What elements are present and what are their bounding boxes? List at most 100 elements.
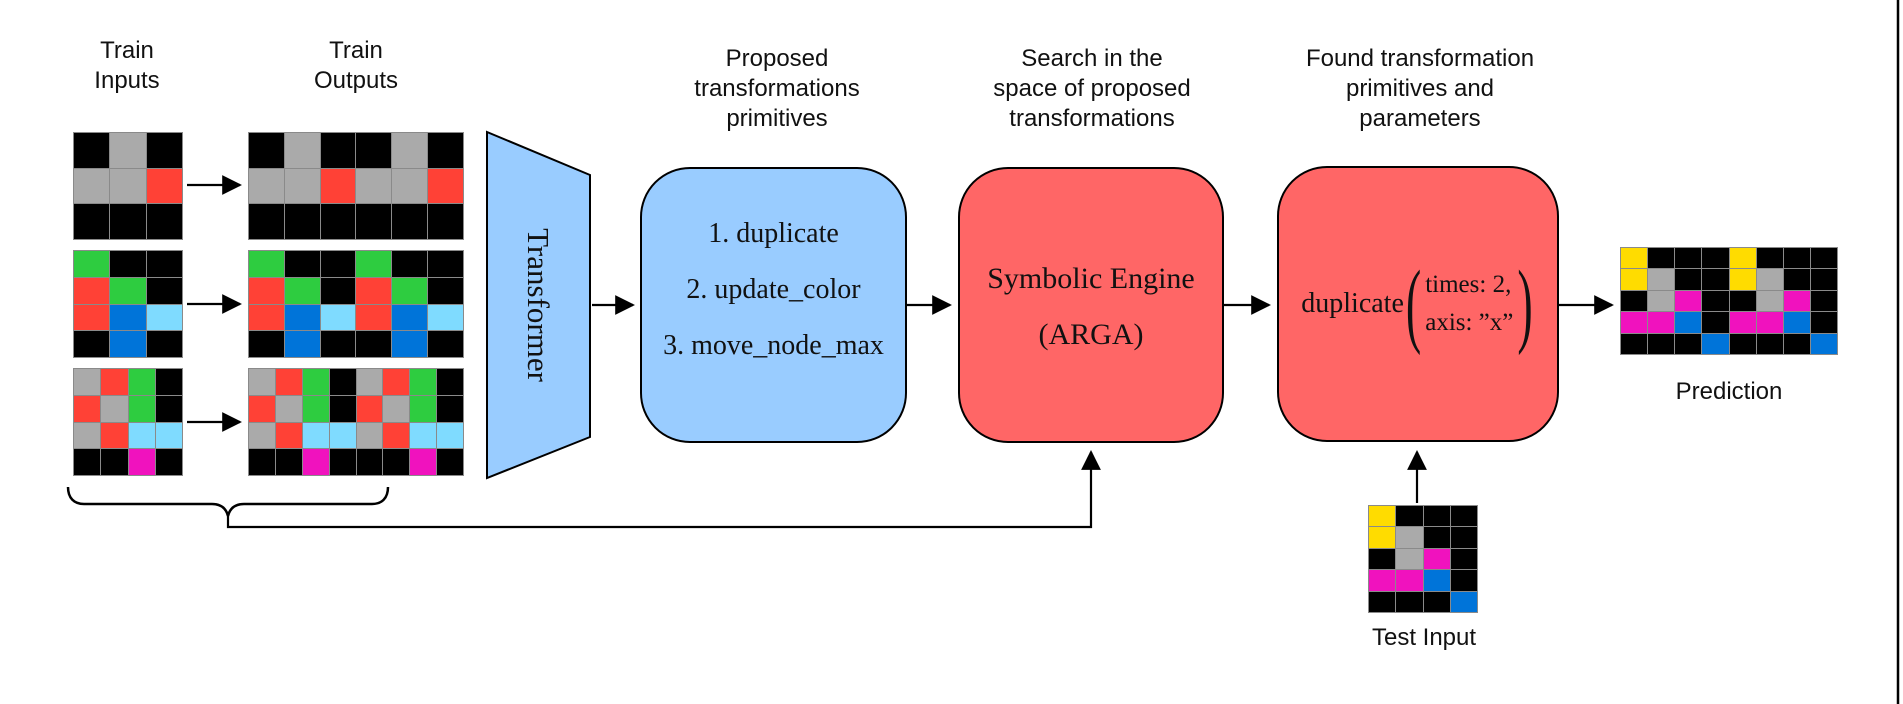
grid-cell xyxy=(1369,527,1396,548)
grid-cell xyxy=(1369,548,1396,570)
grid-cell xyxy=(284,133,320,168)
grid-cell xyxy=(437,449,463,475)
grid-cell xyxy=(74,395,101,422)
grid-cell xyxy=(1648,269,1675,290)
grid-cell xyxy=(249,277,284,304)
grid-cell xyxy=(101,422,128,449)
grid-cell xyxy=(110,304,146,331)
grid-cell xyxy=(356,395,383,422)
grid-cell xyxy=(1450,527,1477,548)
grid-cell xyxy=(74,251,110,277)
grid-cell xyxy=(1783,290,1810,312)
grid-cell xyxy=(320,204,356,239)
grid-cell xyxy=(1756,333,1783,354)
grid-cell xyxy=(302,449,329,475)
grid-cell xyxy=(383,449,410,475)
train-output-grid-1 xyxy=(248,132,464,240)
grid-cell xyxy=(428,251,463,277)
grid-cell xyxy=(155,422,182,449)
proposed-header: Proposed transformations primitives xyxy=(694,45,860,132)
grid-cell xyxy=(155,369,182,395)
grid-cell xyxy=(1675,312,1702,333)
train-input-grid-3 xyxy=(73,368,183,476)
grid-cell xyxy=(1702,248,1729,269)
grid-cell xyxy=(1423,527,1450,548)
grid-cell xyxy=(1729,290,1756,312)
grid-cell xyxy=(1396,570,1423,591)
grid-cell xyxy=(1621,333,1648,354)
transformer-trapezoid xyxy=(486,130,591,480)
grid-cell xyxy=(1621,312,1648,333)
grid-cell xyxy=(1648,290,1675,312)
grid-cell xyxy=(275,395,302,422)
grid-cell xyxy=(110,204,146,239)
grid-cell xyxy=(410,369,437,395)
arrow-train-to-engine xyxy=(226,450,1101,529)
grid-cell xyxy=(428,331,463,357)
grid-cell xyxy=(1396,548,1423,570)
grid-cell xyxy=(101,449,128,475)
grid-cell xyxy=(392,251,428,277)
grid-cell xyxy=(155,449,182,475)
grid-cell xyxy=(284,251,320,277)
grid-cell xyxy=(356,449,383,475)
grid-cell xyxy=(428,277,463,304)
grid-cell xyxy=(1621,269,1648,290)
grid-cell xyxy=(146,277,182,304)
grid-cell xyxy=(383,422,410,449)
grid-cell xyxy=(146,204,182,239)
grid-cell xyxy=(128,395,155,422)
grid-cell xyxy=(356,369,383,395)
grid-cell xyxy=(146,251,182,277)
grid-cell xyxy=(302,395,329,422)
grid-cell xyxy=(329,369,356,395)
grid-cell xyxy=(284,331,320,357)
grid-cell xyxy=(1756,290,1783,312)
grid-cell xyxy=(74,204,110,239)
grid-cell xyxy=(1756,269,1783,290)
grid-cell xyxy=(437,395,463,422)
open-paren: ( xyxy=(1405,250,1422,356)
grid-cell xyxy=(392,168,428,204)
grid-cell xyxy=(1756,248,1783,269)
grid-cell xyxy=(1423,506,1450,527)
grid-cell xyxy=(1450,548,1477,570)
grid-cell xyxy=(249,251,284,277)
grid-cell xyxy=(383,395,410,422)
grid-cell xyxy=(275,369,302,395)
found-header: Found transformation primitives and para… xyxy=(1305,45,1535,132)
grid-cell xyxy=(1369,591,1396,612)
grid-cell xyxy=(1648,312,1675,333)
grid-cell xyxy=(392,304,428,331)
grid-cell xyxy=(302,369,329,395)
grid-cell xyxy=(1756,312,1783,333)
grid-cell xyxy=(249,422,275,449)
close-paren: ) xyxy=(1517,250,1533,356)
grid-cell xyxy=(74,277,110,304)
grid-cell xyxy=(110,251,146,277)
primitive-item-3: 3. move_node_max xyxy=(663,330,884,361)
grid-cell xyxy=(101,369,128,395)
train-input-grid-2 xyxy=(73,250,183,358)
grid-cell xyxy=(74,331,110,357)
grid-cell xyxy=(1702,312,1729,333)
search-header: Search in the space of proposed transfor… xyxy=(993,45,1191,132)
grid-cell xyxy=(110,331,146,357)
test-input-grid xyxy=(1368,505,1478,613)
grid-cell xyxy=(1675,290,1702,312)
grid-cell xyxy=(320,304,356,331)
proposed-transformations-box: 1. duplicate 2. update_color 3. move_nod… xyxy=(640,167,907,443)
grid-cell xyxy=(1783,312,1810,333)
grid-cell xyxy=(74,168,110,204)
grid-cell xyxy=(356,422,383,449)
grid-cell xyxy=(1729,312,1756,333)
grid-cell xyxy=(249,168,284,204)
grid-cell xyxy=(1810,312,1837,333)
grid-cell xyxy=(128,449,155,475)
grid-cell xyxy=(284,168,320,204)
grid-cell xyxy=(110,133,146,168)
grid-cell xyxy=(383,369,410,395)
grid-cell xyxy=(1729,248,1756,269)
grid-cell xyxy=(1648,248,1675,269)
grid-cell xyxy=(284,204,320,239)
